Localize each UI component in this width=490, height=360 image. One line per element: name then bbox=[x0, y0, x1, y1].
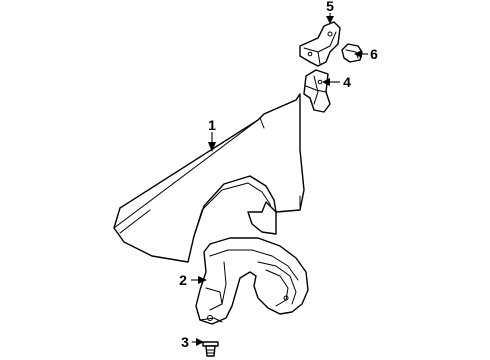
fender-liner bbox=[195, 237, 309, 325]
leader-line-2 bbox=[191, 276, 207, 284]
callout-4: 4 bbox=[343, 74, 351, 90]
callout-6: 6 bbox=[370, 46, 378, 62]
leader-line-4 bbox=[322, 78, 340, 86]
fender-bracket bbox=[303, 69, 331, 113]
leader-line-3 bbox=[192, 338, 204, 346]
fastener bbox=[202, 341, 219, 357]
callout-1: 1 bbox=[208, 117, 216, 133]
leader-line-1 bbox=[208, 132, 216, 152]
upper-brace bbox=[299, 21, 341, 67]
callout-3: 3 bbox=[181, 334, 189, 350]
leader-line-6 bbox=[354, 50, 368, 58]
leader-line-5 bbox=[326, 13, 334, 24]
callout-2: 2 bbox=[179, 272, 187, 288]
fender-panel bbox=[113, 93, 305, 263]
callout-5: 5 bbox=[326, 0, 334, 14]
